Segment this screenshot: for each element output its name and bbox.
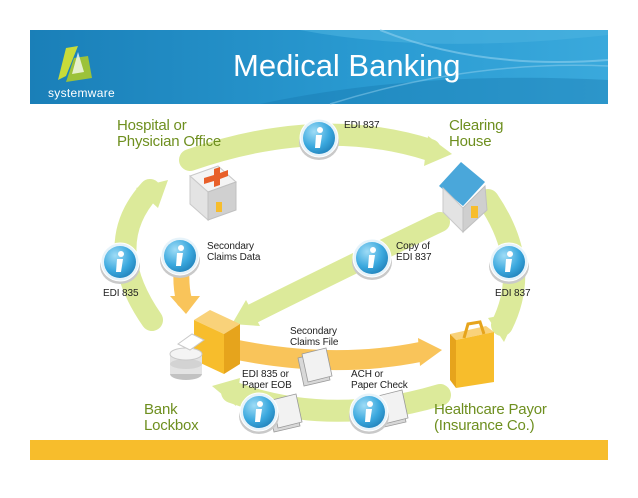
- info-icon: [159, 236, 201, 279]
- label-ach-check: ACH or Paper Check: [351, 369, 408, 391]
- info-icon: [351, 238, 393, 281]
- info-icon: [298, 118, 340, 161]
- brand-name: systemware: [48, 86, 116, 100]
- node-label-hospital: Hospital or Physician Office: [117, 117, 222, 150]
- node-label-healthcare-payor: Healthcare Payor (Insurance Co.): [434, 401, 547, 434]
- header-banner: [30, 29, 609, 105]
- briefcase-icon: [450, 320, 494, 388]
- info-icon: [348, 392, 390, 435]
- info-icon: [488, 242, 530, 285]
- page-title: Medical Banking: [233, 48, 461, 83]
- info-icon: [99, 242, 141, 285]
- info-icon: [238, 392, 280, 435]
- label-edi835-eob: EDI 835 or Paper EOB: [242, 369, 292, 391]
- house-icon: [439, 162, 488, 234]
- document-icon: [297, 347, 333, 387]
- node-label-bank-lockbox: Bank Lockbox: [144, 401, 199, 434]
- systemware-logo: [58, 46, 92, 82]
- label-secondary-claims-file: Secondary Claims File: [290, 326, 339, 348]
- footer-bar: [30, 440, 608, 460]
- label-copy-edi837: Copy of EDI 837: [396, 241, 432, 263]
- node-label-clearing-house: Clearing House: [449, 117, 504, 150]
- label-secondary-claims-data: Secondary Claims Data: [207, 241, 261, 263]
- label-edi837-right: EDI 837: [495, 288, 531, 299]
- label-edi835-left: EDI 835: [103, 288, 139, 299]
- bank-lockbox-icon: [169, 310, 240, 380]
- label-edi837-top: EDI 837: [344, 120, 380, 131]
- hospital-icon: [189, 165, 237, 222]
